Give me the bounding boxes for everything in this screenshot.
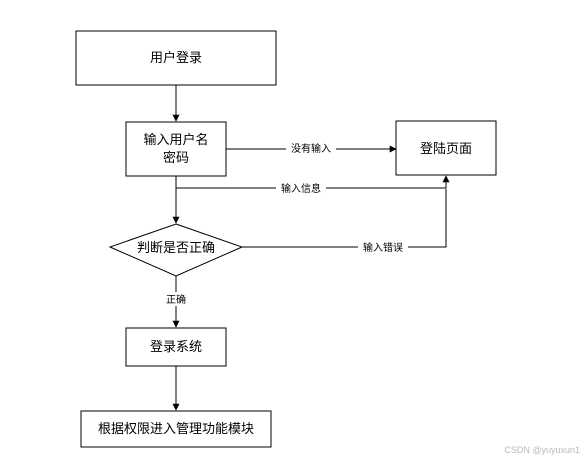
edge-input-info-label-bg	[276, 181, 326, 195]
edge-input-info	[176, 175, 450, 189]
judge-label: 判断是否正确	[137, 241, 215, 256]
modules-box	[80, 410, 272, 448]
modules-label: 根据权限进入管理功能模块	[98, 421, 254, 437]
input-credentials-label-line2: 密码	[163, 150, 189, 166]
login-system-box	[125, 327, 227, 367]
edge-no-input-label-bg	[286, 141, 336, 155]
edge-input-error-label-bg	[358, 240, 408, 254]
edge-correct-label-bg	[162, 292, 190, 306]
user-login-label: 用户登录	[150, 50, 202, 66]
login-system-label: 登录系统	[150, 340, 202, 355]
edge-input-error	[242, 189, 447, 248]
edge-correct-label: 正确	[166, 293, 186, 306]
input-credentials-label-line1: 输入用户名	[143, 132, 208, 148]
user-login-box	[75, 30, 277, 86]
watermark: CSDN @yuyuxun1	[504, 445, 580, 455]
login-page-box	[395, 120, 497, 176]
input-credentials-box	[125, 121, 227, 177]
login-page-label: 登陆页面	[420, 141, 472, 157]
edge-input-error-label: 输入错误	[363, 241, 403, 254]
edge-no-input-label: 没有输入	[291, 142, 331, 155]
edge-input-info-label: 输入信息	[281, 182, 321, 195]
